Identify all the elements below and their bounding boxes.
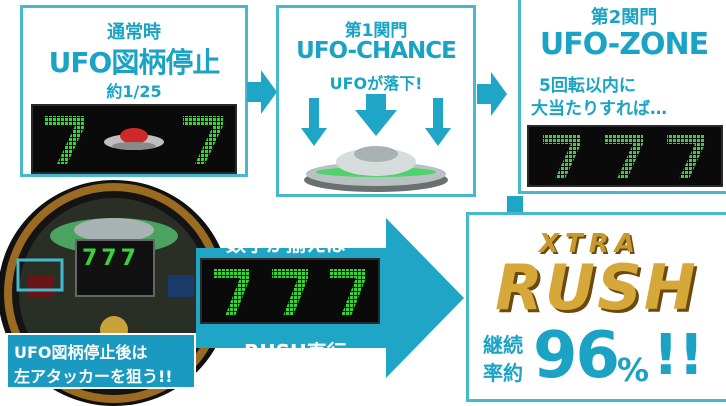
down-arrow-icon xyxy=(355,94,397,136)
middle-rush-label: RUSH直行 xyxy=(244,340,347,364)
continuation-rate: 96 xyxy=(533,319,620,393)
step-zone-title: 第2関門 xyxy=(590,7,658,28)
continuation-unit: % xyxy=(617,351,650,389)
step-normal-title: 通常時 xyxy=(107,22,161,43)
reel-seven xyxy=(272,269,308,316)
reel-display-middle xyxy=(200,258,380,324)
xtra-rush-logo-big: RUSH xyxy=(495,251,698,324)
continuation-label-1: 継続 xyxy=(483,333,523,357)
step-normal-probability: 約1/25 xyxy=(106,82,162,101)
step-zone-box: 第2関門 UFO-ZONE 5回転以内に 大当たりすれば… xyxy=(518,0,726,194)
reel-display-zone xyxy=(527,125,723,187)
reel-seven-left xyxy=(45,116,85,164)
arrow-right-2 xyxy=(477,72,507,116)
reel-seven xyxy=(330,269,366,316)
attacker-caption-line1: UFO図柄停止後は xyxy=(14,343,148,362)
step-chance-subtitle: UFO-CHANCE xyxy=(296,38,457,64)
continuation-label-2: 率約 xyxy=(483,361,523,385)
down-arrow-icon xyxy=(301,98,327,146)
xtra-rush-logo-small: XTRA xyxy=(539,229,641,259)
arrow-right-1 xyxy=(247,70,277,114)
reel-seven xyxy=(543,135,581,179)
middle-title: 数字が揃えば xyxy=(226,232,346,256)
ufo-icon xyxy=(304,146,448,192)
step-zone-desc-2: 大当たりすれば… xyxy=(531,99,667,119)
ufo-symbol-icon xyxy=(104,128,164,150)
reel-seven-right xyxy=(183,116,223,164)
reel-seven xyxy=(605,135,643,179)
xtra-rush-box: XTRA RUSH 継続 率約 96 % !! xyxy=(466,212,726,402)
step-chance-title: 第1関門 xyxy=(344,21,408,41)
continuation-exclamation: !! xyxy=(653,323,705,388)
step-normal-box: 通常時 UFO図柄停止 約1/25 xyxy=(20,5,248,177)
reel-seven xyxy=(214,269,250,316)
step-chance-box: 第1関門 UFO-CHANCE UFOが落下! xyxy=(276,5,476,197)
step-zone-desc-1: 5回転以内に xyxy=(539,76,636,96)
machine-center-reels: 777 xyxy=(82,246,140,271)
down-arrow-icon xyxy=(425,98,451,146)
attacker-caption-box: UFO図柄停止後は 左アタッカーを狙う!! xyxy=(6,333,196,389)
step-chance-desc: UFOが落下! xyxy=(329,74,423,93)
reel-seven xyxy=(667,135,705,179)
reel-display-normal xyxy=(31,104,237,174)
attacker-caption-line2: 左アタッカーを狙う!! xyxy=(14,367,173,386)
step-zone-subtitle: UFO-ZONE xyxy=(539,27,709,62)
step-normal-subtitle: UFO図柄停止 xyxy=(48,46,221,79)
